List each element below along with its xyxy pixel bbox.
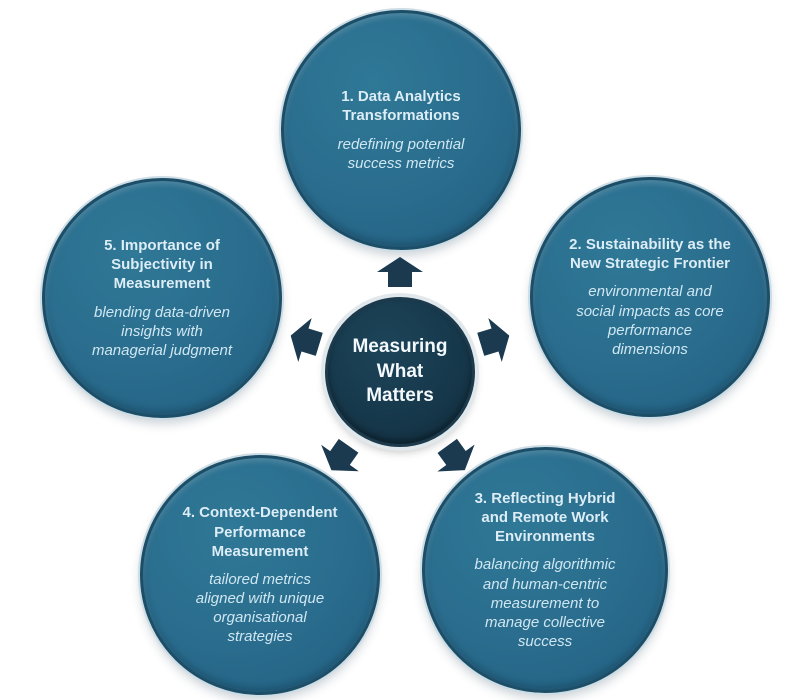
arrow-lower-right-icon bbox=[437, 438, 475, 472]
node-circle-3: 3. Reflecting Hybrid and Remote Work Env… bbox=[422, 447, 668, 693]
node-5-subtext: blending data-driven insights with manag… bbox=[91, 303, 233, 359]
node-circle-5: 5. Importance of Subjectivity in Measure… bbox=[42, 178, 282, 418]
node-2-text: 2. Sustainability as the New Strategic F… bbox=[569, 235, 731, 359]
node-2-heading: 2. Sustainability as the New Strategic F… bbox=[569, 235, 731, 273]
center-circle: Measuring What Matters bbox=[325, 297, 475, 447]
node-5-heading: 5. Importance of Subjectivity in Measure… bbox=[104, 236, 220, 293]
arrow-up-icon bbox=[377, 257, 423, 287]
node-circle-4: 4. Context-Dependent Performance Measure… bbox=[140, 455, 380, 695]
arrow-upper-right-icon bbox=[477, 318, 510, 362]
arrow-lower-left-icon bbox=[321, 438, 359, 472]
node-2-subtext: environmental and social impacts as core… bbox=[576, 283, 724, 358]
node-3-subtext: balancing algorithmic and human-centric … bbox=[474, 556, 616, 651]
node-1-subtext: redefining potential success metrics bbox=[337, 135, 465, 172]
node-circle-2: 2. Sustainability as the New Strategic F… bbox=[530, 177, 770, 417]
node-3-text: 3. Reflecting Hybrid and Remote Work Env… bbox=[475, 489, 616, 652]
node-1-heading: 1. Data Analytics Transformations bbox=[341, 88, 461, 125]
node-3-heading: 3. Reflecting Hybrid and Remote Work Env… bbox=[474, 489, 616, 546]
node-1-text: 1. Data Analytics Transformations redefi… bbox=[338, 87, 465, 173]
node-circle-1: 1. Data Analytics Transformations redefi… bbox=[281, 10, 521, 250]
center-label: Measuring What Matters bbox=[352, 335, 448, 407]
node-5-text: 5. Importance of Subjectivity in Measure… bbox=[92, 236, 232, 360]
node-4-text: 4. Context-Dependent Performance Measure… bbox=[182, 503, 337, 646]
node-4-subtext: tailored metrics aligned with unique org… bbox=[195, 570, 325, 646]
arrow-upper-left-icon bbox=[290, 318, 323, 362]
node-4-heading: 4. Context-Dependent Performance Measure… bbox=[182, 504, 338, 560]
